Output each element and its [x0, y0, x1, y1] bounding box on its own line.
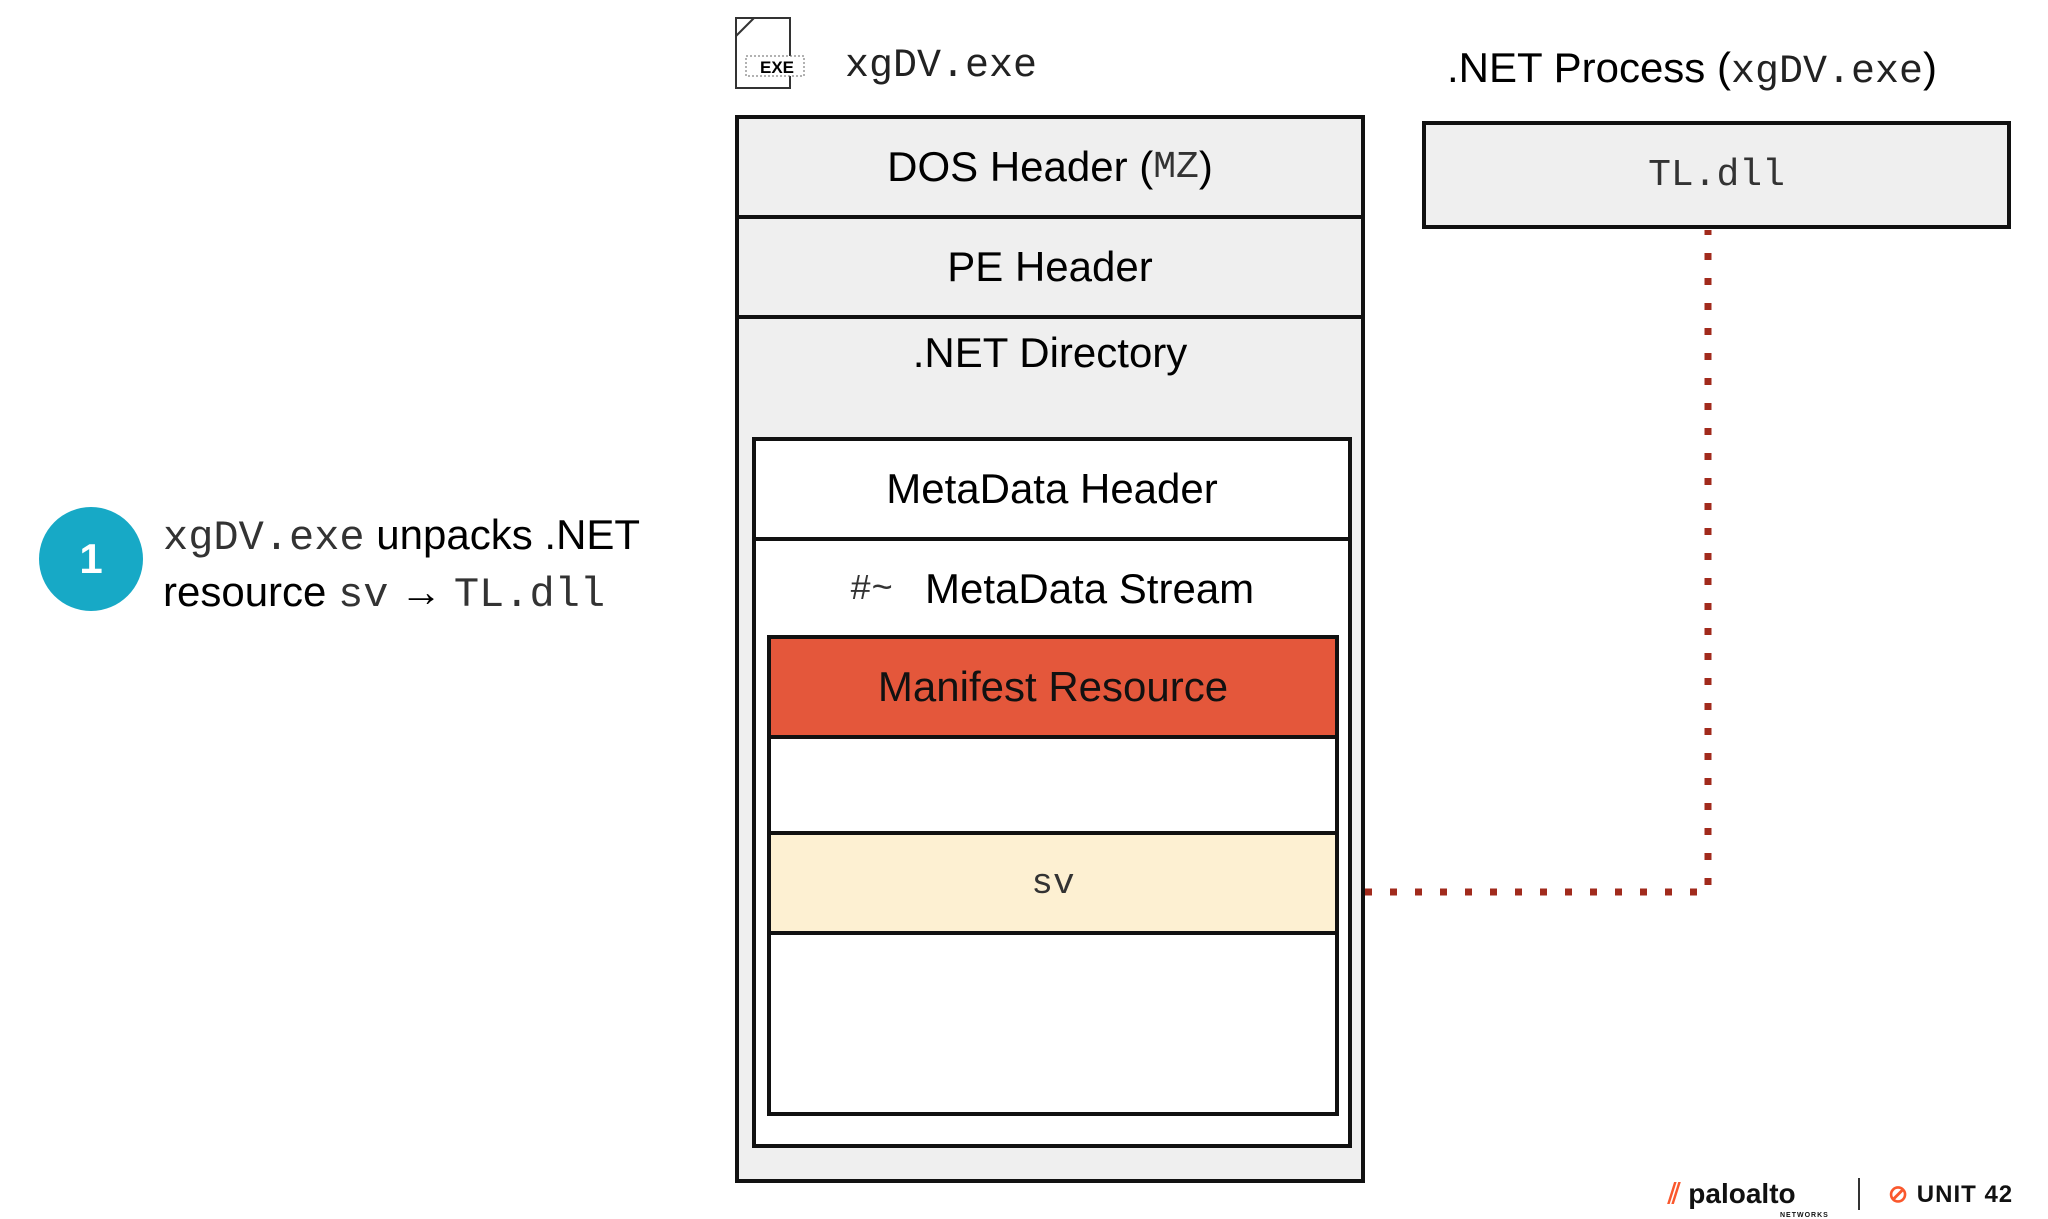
paloalto-wordmark: paloalto — [1688, 1178, 1796, 1209]
process-module-tl-dll: TL.dll — [1422, 121, 2011, 229]
step-number-badge: 1 — [39, 507, 143, 611]
unit42-logo: ⊘ UNIT 42 — [1888, 1180, 2013, 1209]
paloalto-sub: NETWORKS — [1780, 1212, 1829, 1219]
logo-divider — [1858, 1178, 1860, 1210]
step-caption: xgDV.exe unpacks .NET resource sv → TL.d… — [163, 508, 640, 622]
exe-file-title: xgDV.exe — [845, 44, 1038, 89]
unit42-mark-icon: ⊘ — [1888, 1181, 1910, 1208]
exe-icon-label: EXE — [760, 58, 795, 77]
resource-entry-sv: sv — [771, 835, 1335, 935]
unit42-wordmark: UNIT 42 — [1916, 1181, 2014, 1208]
dll-name-code: TL.dll — [453, 571, 606, 619]
exe-name-code: xgDV.exe — [163, 514, 365, 562]
step-caption-line-2: resource sv → TL.dll — [163, 565, 640, 622]
resource-list: Manifest Resource sv — [767, 635, 1339, 1116]
step-caption-line-1: xgDV.exe unpacks .NET — [163, 508, 640, 565]
arrow-glyph: → — [388, 568, 454, 615]
metadata-header: MetaData Header — [756, 441, 1348, 541]
dos-header-section: DOS Header (MZ) — [739, 119, 1361, 219]
pe-header-label: PE Header — [947, 243, 1153, 290]
process-exe-code: xgDV.exe — [1730, 50, 1923, 95]
metadata-stream: #~ MetaData Stream — [756, 541, 1348, 637]
metadata-stream-label: MetaData Stream — [925, 565, 1255, 612]
stream-prefix: #~ — [849, 568, 894, 610]
process-title-prefix: .NET Process ( — [1447, 44, 1731, 91]
process-title-suffix: ) — [1922, 44, 1937, 91]
manifest-resource-header: Manifest Resource — [771, 639, 1335, 739]
caption-text: resource — [163, 568, 339, 615]
pe-header-section: PE Header — [739, 219, 1361, 319]
caption-text: unpacks .NET — [364, 511, 641, 558]
dos-header-label: DOS Header ( — [887, 143, 1154, 190]
process-title: .NET Process (xgDV.exe) — [1447, 44, 1937, 95]
net-directory-label: .NET Directory — [912, 329, 1188, 376]
paloalto-logo: ⫽ paloalto NETWORKS — [1668, 1178, 1828, 1219]
dos-header-close: ) — [1198, 143, 1213, 190]
exe-file-icon — [735, 17, 805, 89]
resource-entry-empty — [771, 739, 1335, 835]
paloalto-mark-icon: ⫽ — [1668, 1178, 1681, 1209]
resource-name-code: sv — [338, 571, 389, 619]
mz-signature: MZ — [1153, 145, 1199, 189]
